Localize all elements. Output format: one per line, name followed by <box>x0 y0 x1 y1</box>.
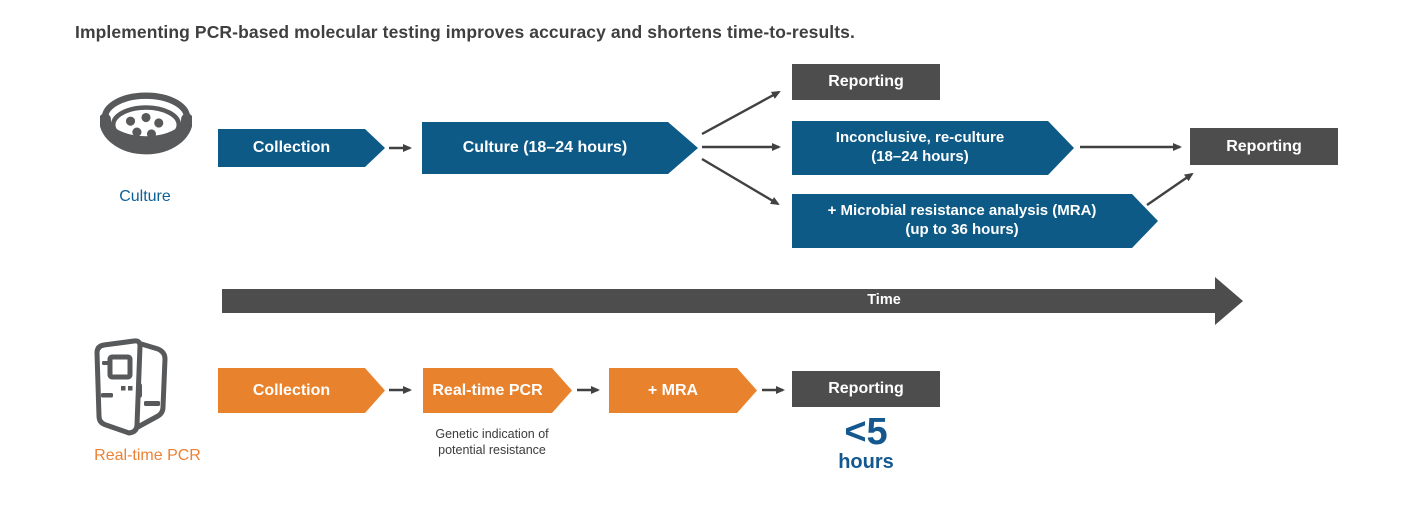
step-reporting-top: Reporting <box>792 64 940 100</box>
step-collection-pcr: Collection <box>218 368 385 413</box>
step-mra-pcr: + MRA <box>609 368 757 413</box>
note-line1: Genetic indication of <box>435 427 549 441</box>
time-axis-arrowhead <box>1215 277 1243 325</box>
step-label: Reporting <box>828 380 904 397</box>
time-axis-arrow: Time <box>222 277 1252 325</box>
connector-arrow <box>701 90 781 136</box>
step-label-line2: (18–24 hours) <box>871 148 969 165</box>
step-label: Collection <box>252 139 331 156</box>
step-label: Culture (18–24 hours) <box>462 139 628 156</box>
note-line2: potential resistance <box>438 442 546 457</box>
page-title: Implementing PCR-based molecular testing… <box>75 22 855 42</box>
step-label: Real-time PCR <box>432 381 543 399</box>
step-label: Reporting <box>828 73 904 90</box>
step-culture: Culture (18–24 hours) <box>422 122 698 174</box>
genetic-indication-note: Genetic indication of potential resistan… <box>388 427 596 458</box>
petri-dish-icon <box>100 92 192 155</box>
duration-value: <5 <box>844 411 888 453</box>
step-label-line1: + Microbial resistance analysis (MRA) <box>827 202 1097 220</box>
time-axis-bar <box>222 289 1215 313</box>
step-realtime-pcr: Real-time PCR <box>423 368 572 413</box>
duration-unit: hours <box>838 451 894 473</box>
step-label-line1: Inconclusive, re-culture <box>835 129 1005 147</box>
step-label-line2: (up to 36 hours) <box>905 221 1019 238</box>
step-reporting-pcr: Reporting <box>792 371 940 407</box>
step-label: Reporting <box>1226 137 1302 155</box>
step-inconclusive-reculture: Inconclusive, re-culture (18–24 hours) <box>792 121 1074 175</box>
pcr-instrument-icon <box>94 338 168 436</box>
step-reporting-final: Reporting <box>1190 128 1338 165</box>
time-axis-label: Time <box>867 292 901 308</box>
culture-track-label: Culture <box>119 188 171 205</box>
step-collection-culture: Collection <box>218 129 385 167</box>
pcr-track-label: Real-time PCR <box>94 447 201 464</box>
step-microbial-resistance-analysis: + Microbial resistance analysis (MRA) (u… <box>792 194 1158 248</box>
step-label: Collection <box>252 381 331 399</box>
duration-callout: <5 hours <box>791 413 941 472</box>
connector-arrow <box>1146 172 1194 206</box>
step-label: + MRA <box>647 381 699 399</box>
connector-arrow <box>701 157 780 206</box>
